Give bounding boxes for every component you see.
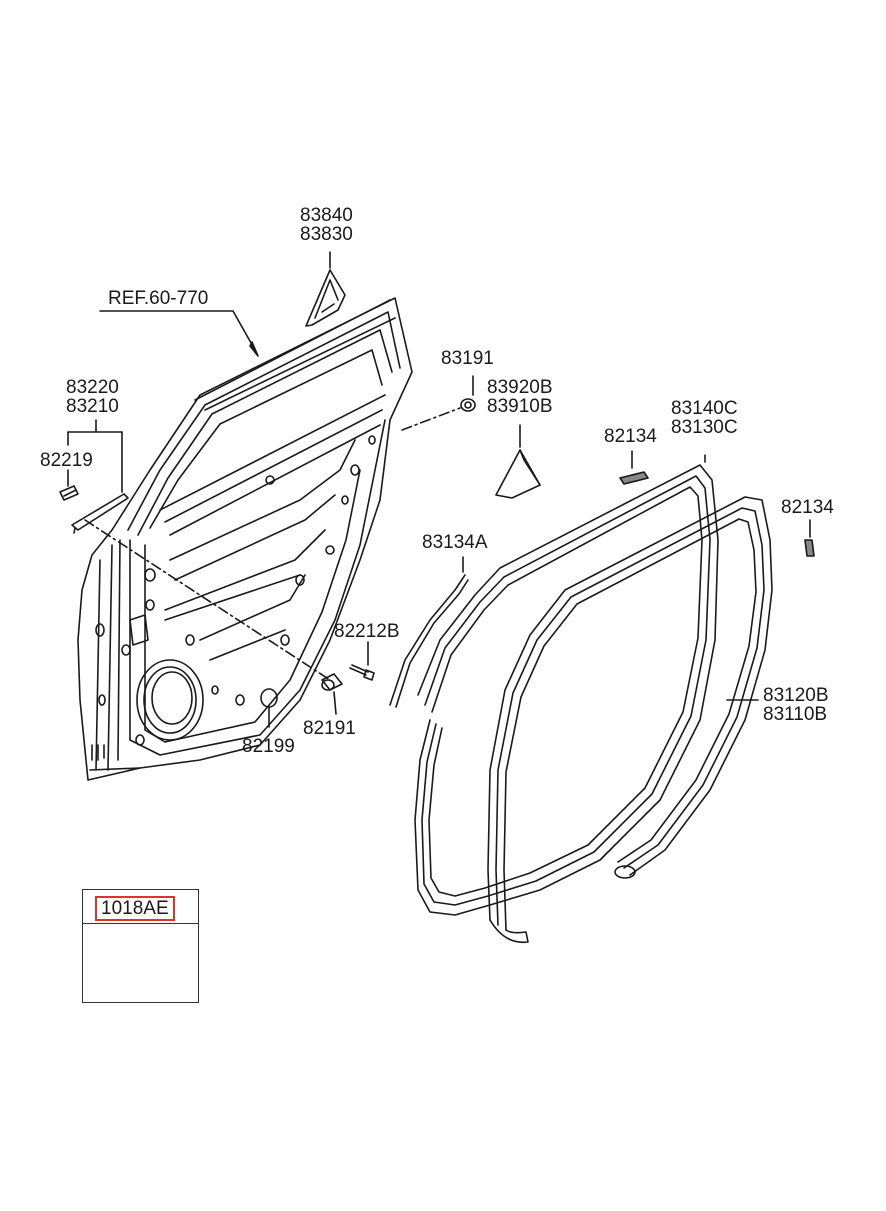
label-82212b: 82212B xyxy=(334,621,400,642)
part-number: 83830 xyxy=(300,224,353,245)
pad-82134-a xyxy=(619,450,649,485)
part-number: 83910B xyxy=(487,396,553,417)
bushing-82191 xyxy=(321,673,343,715)
label-82219: 82219 xyxy=(40,450,93,471)
label-82199: 82199 xyxy=(242,736,295,757)
weatherstrip-83140c xyxy=(414,454,719,916)
dashed-leader-main xyxy=(84,519,331,681)
part-number: 83140C xyxy=(671,398,738,419)
ref-leader xyxy=(99,310,259,357)
label-83840-83830: 83840 83830 xyxy=(300,206,353,244)
label-82191: 82191 xyxy=(303,718,356,739)
part-number: 83110B xyxy=(763,704,828,725)
part-number: 83920B xyxy=(487,377,553,398)
part-number: 83220 xyxy=(66,377,119,398)
legend-header: 1018AE xyxy=(83,890,198,924)
belt-moulding-leader xyxy=(67,419,129,534)
door-panel xyxy=(77,297,413,781)
bolt-82212b xyxy=(349,641,375,681)
label-82134-b: 82134 xyxy=(781,497,834,518)
part-number: 83840 xyxy=(300,205,353,226)
delta-cover-upper xyxy=(305,251,346,327)
label-83120b-83110b: 83120B 83110B xyxy=(763,686,829,724)
label-83140c-83130c: 83140C 83130C xyxy=(671,399,738,437)
weatherstrip-83120b xyxy=(487,496,773,944)
dashed-leader-83191 xyxy=(401,407,461,431)
part-number: 83120B xyxy=(763,685,829,706)
clip-82219 xyxy=(59,469,79,501)
label-ref: REF.60-770 xyxy=(108,288,209,309)
plug-82199 xyxy=(260,688,278,728)
legend-box: 1018AE xyxy=(82,889,199,1003)
part-83191 xyxy=(460,375,476,412)
part-number: 83210 xyxy=(66,396,119,417)
label-83134a: 83134A xyxy=(422,532,488,553)
pad-82134-b xyxy=(804,519,815,557)
part-number: 83130C xyxy=(671,417,738,438)
label-83220-83210: 83220 83210 xyxy=(66,378,119,416)
delta-cover-lower xyxy=(495,424,541,499)
label-83920b-83910b: 83920B 83910B xyxy=(487,378,553,416)
legend-code[interactable]: 1018AE xyxy=(95,896,175,921)
label-82134-a: 82134 xyxy=(604,426,657,447)
strip-83134a xyxy=(389,556,469,708)
label-83191: 83191 xyxy=(441,348,494,369)
